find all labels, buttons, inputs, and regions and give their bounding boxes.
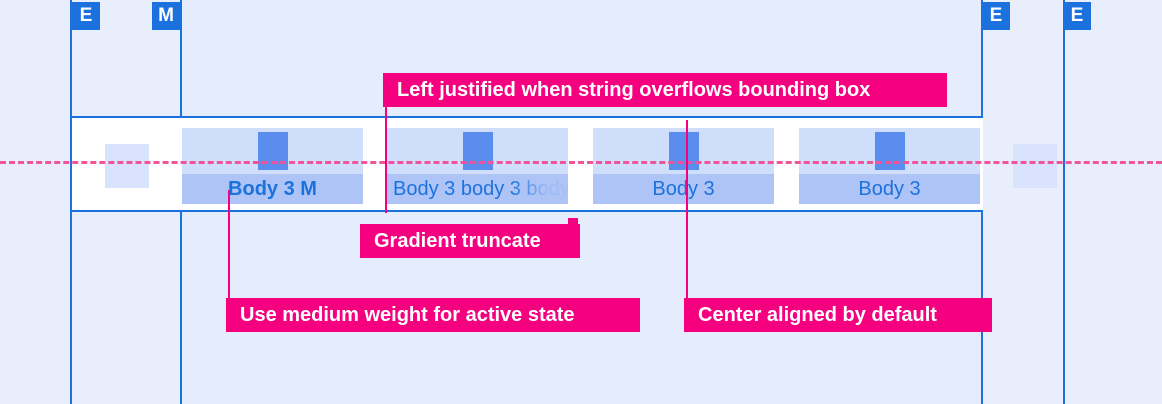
callout-left-justified: Left justified when string overflows bou…: [383, 73, 947, 107]
tab-item[interactable]: Body 3 M: [182, 128, 363, 204]
callout-center-aligned: Center aligned by default: [684, 298, 992, 332]
callout-gradient-truncate: Gradient truncate: [360, 224, 580, 258]
tab-bar: Body 3 M Body 3 body 3 body 3 Body 3: [72, 116, 1057, 212]
callout-leader-line: [385, 107, 387, 213]
tab-label: Body 3: [858, 178, 921, 200]
tab-item[interactable]: Body 3 body 3 body 3: [387, 128, 568, 204]
tab-label-slot: Body 3: [593, 174, 774, 204]
tab-glyph-icon: [462, 132, 493, 170]
marker-badge: E: [72, 2, 100, 30]
tab-item[interactable]: Body 3: [799, 128, 980, 204]
callout-leader-line: [686, 120, 688, 298]
tab-label-slot: Body 3: [799, 174, 980, 204]
tab-label: Body 3 M: [228, 178, 317, 200]
callout-medium-weight: Use medium weight for active state: [226, 298, 640, 332]
vertical-guide-line: [70, 0, 72, 404]
tab-label-slot: Body 3 M: [182, 174, 363, 204]
tab-glyph-icon: [874, 132, 905, 170]
tab-icon-slot: [799, 128, 980, 174]
marker-badge: E: [1063, 2, 1091, 30]
tab-icon-slot: [182, 128, 363, 174]
tab-icon-slot: [593, 128, 774, 174]
marker-badge: M: [152, 2, 180, 30]
tab-item[interactable]: Body 3: [593, 128, 774, 204]
tab-label-slot: Body 3 body 3 body 3: [387, 174, 568, 204]
tabbar-endcap-left: [105, 144, 149, 188]
vertical-guide-line: [1063, 0, 1065, 404]
tab-glyph-icon: [257, 132, 288, 170]
tab-glyph-icon: [668, 132, 699, 170]
tab-icon-slot: [387, 128, 568, 174]
tabbar-endcap-right: [1013, 144, 1057, 188]
marker-badge: E: [982, 2, 1010, 30]
center-reference-line: [0, 161, 1162, 164]
tab-label-truncated: Body 3 body 3 body 3: [387, 174, 568, 204]
callout-leader-line: [228, 190, 230, 298]
tab-label: Body 3: [652, 178, 715, 200]
callout-pointer-nub: [568, 218, 578, 224]
